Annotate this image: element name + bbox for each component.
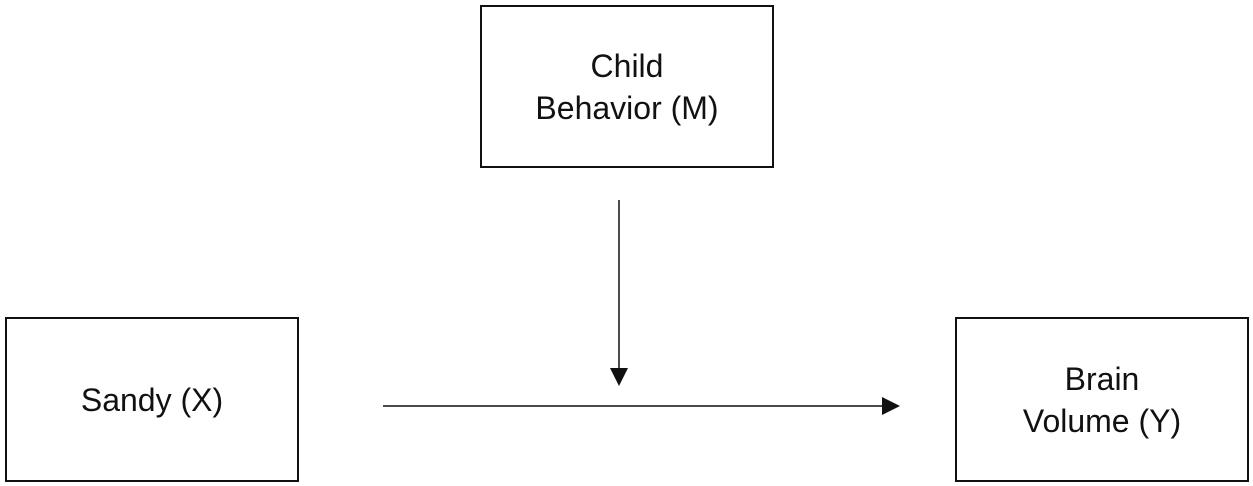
edge-m-to-path — [610, 200, 628, 386]
node-sandy: Sandy (X) — [5, 317, 299, 482]
node-brain-volume: Brain Volume (Y) — [955, 317, 1249, 482]
node-label-child-behavior: Child Behavior (M) — [535, 47, 719, 126]
node-child-behavior: Child Behavior (M) — [480, 5, 774, 168]
node-label-sandy: Sandy (X) — [80, 381, 224, 418]
arrowhead-down-icon — [610, 368, 628, 386]
edge-x-to-y — [383, 397, 900, 415]
node-label-brain-volume: Brain Volume (Y) — [1022, 360, 1182, 439]
arrowhead-right-icon — [882, 397, 900, 415]
